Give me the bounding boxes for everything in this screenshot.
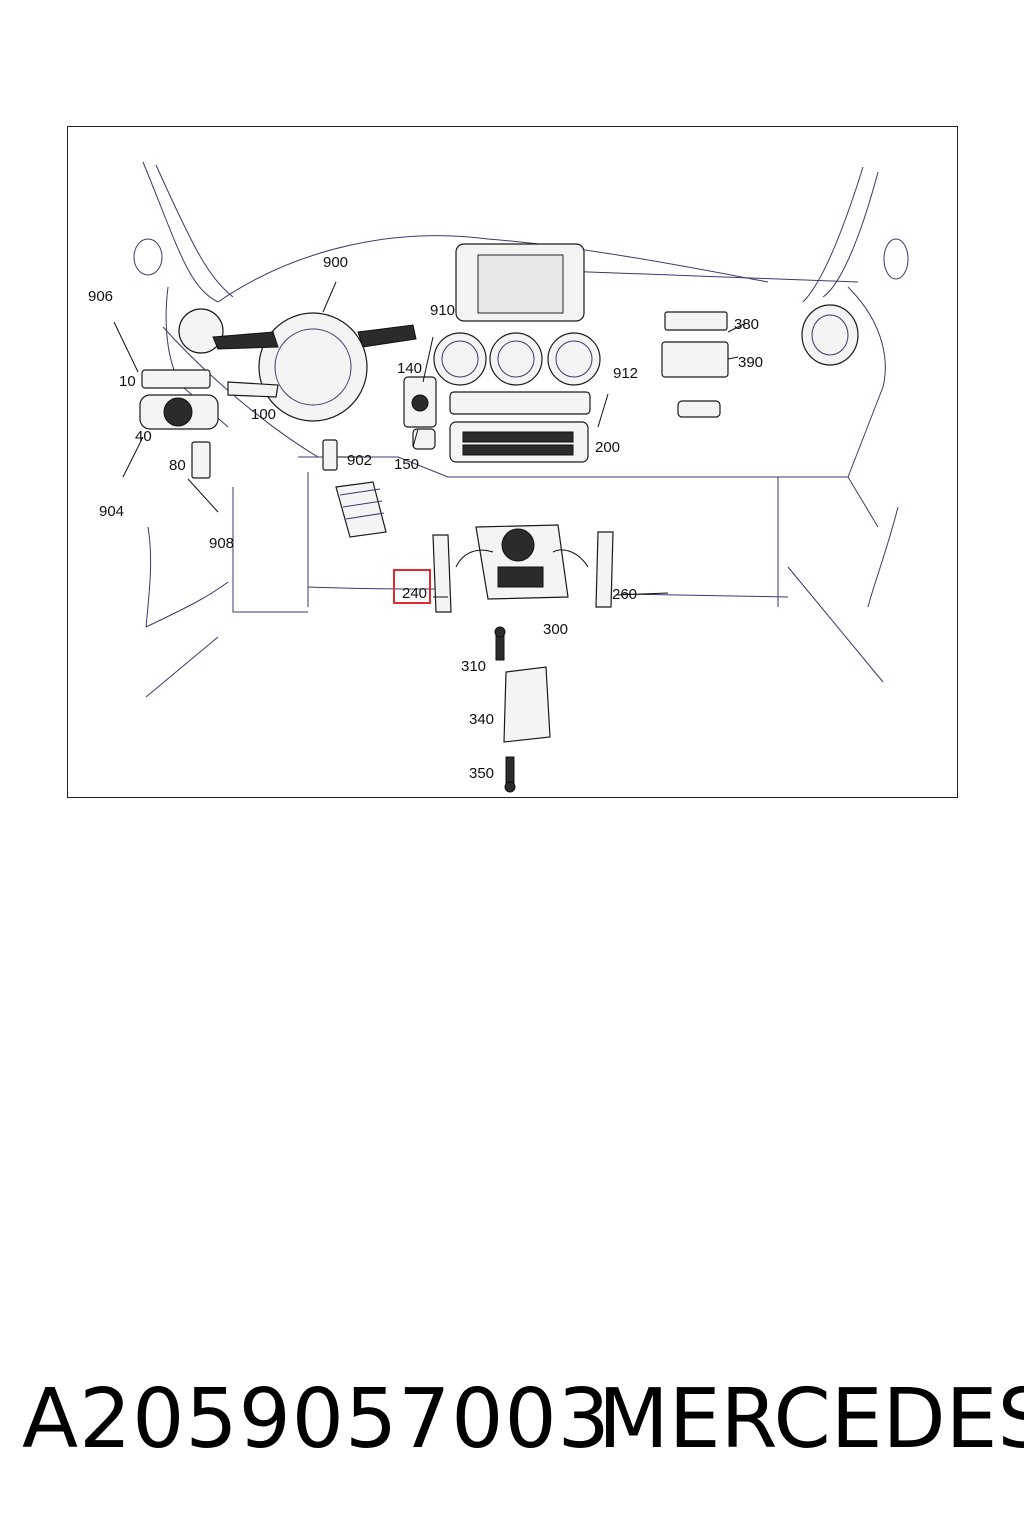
callout-260: 260	[612, 586, 637, 603]
callout-904: 904	[99, 503, 124, 520]
callout-240: 240	[402, 585, 427, 602]
callout-140: 140	[397, 360, 422, 377]
callout-80: 80	[169, 457, 186, 474]
callout-910: 910	[430, 302, 455, 319]
callout-340: 340	[469, 711, 494, 728]
callout-902: 902	[347, 452, 372, 469]
part-number: A2059057003	[22, 1372, 611, 1467]
trim-240	[432, 534, 452, 613]
callout-150: 150	[394, 456, 419, 473]
callout-200: 200	[595, 439, 620, 456]
callout-40: 40	[135, 428, 152, 445]
dashboard-exploded-view: 906 900 910 140 10 100 40 80 904 908 902…	[88, 161, 909, 793]
callout-10: 10	[119, 373, 136, 390]
parts-diagram: 906 900 910 140 10 100 40 80 904 908 902…	[67, 126, 958, 798]
callout-380: 380	[734, 316, 759, 333]
brake-pedal	[335, 481, 387, 538]
knob-340	[503, 666, 551, 743]
callout-906: 906	[88, 288, 113, 305]
callout-350: 350	[469, 765, 494, 782]
callout-100: 100	[251, 406, 276, 423]
callout-908: 908	[209, 535, 234, 552]
callout-310: 310	[461, 658, 486, 675]
highlight-box	[393, 569, 431, 604]
callout-912: 912	[613, 365, 638, 382]
footer: A2059057003 MERCEDES	[0, 1370, 1024, 1470]
brand-name: MERCEDES	[598, 1372, 1024, 1467]
callout-390: 390	[738, 354, 763, 371]
callout-900: 900	[323, 254, 348, 271]
callout-300: 300	[543, 621, 568, 638]
